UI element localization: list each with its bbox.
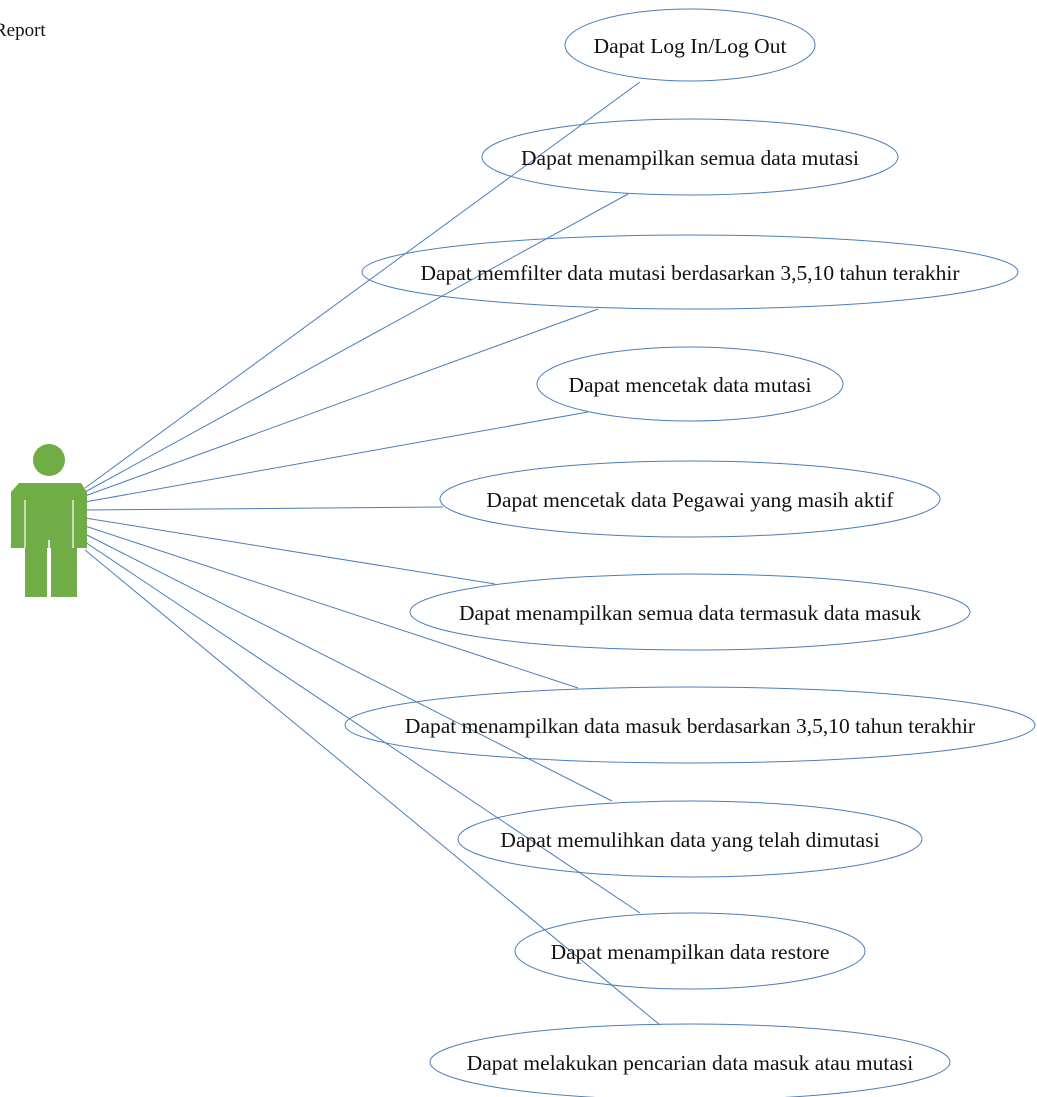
use-case-ellipse	[361, 234, 1019, 310]
use-case-label: Dapat melakukan pencarian data masuk ata…	[467, 1051, 914, 1075]
actor-head	[33, 444, 65, 476]
actor-label: Report	[0, 20, 46, 41]
use-case: Dapat menampilkan data masuk berdasarkan…	[344, 686, 1036, 764]
association-line	[84, 506, 444, 511]
association-line	[84, 308, 599, 497]
actor-icon	[11, 444, 87, 597]
use-case-ellipse	[457, 800, 923, 878]
use-case-label: Dapat menampilkan data restore	[551, 940, 830, 964]
use-case-ellipse	[429, 1023, 951, 1097]
use-case-label: Dapat menampilkan data masuk berdasarkan…	[405, 714, 975, 738]
use-case: Dapat mencetak data mutasi	[536, 346, 844, 422]
use-case: Dapat mencetak data Pegawai yang masih a…	[439, 460, 941, 538]
use-case: Dapat menampilkan data restore	[514, 912, 866, 990]
use-case: Dapat memulihkan data yang telah dimutas…	[457, 800, 923, 878]
association-line	[84, 411, 589, 503]
use-case-label: Dapat memfilter data mutasi berdasarkan …	[420, 261, 959, 285]
use-case-ellipse	[344, 686, 1036, 764]
association-line	[84, 81, 641, 489]
association-line	[84, 541, 641, 914]
use-case-label: Dapat mencetak data mutasi	[569, 373, 812, 397]
use-case-ellipse	[409, 573, 971, 651]
use-case-ellipse	[514, 912, 866, 990]
use-case-label: Dapat memulihkan data yang telah dimutas…	[500, 828, 879, 852]
use-case-label: Dapat mencetak data Pegawai yang masih a…	[486, 488, 894, 512]
use-case: Dapat menampilkan semua data mutasi	[481, 118, 899, 196]
use-case-ellipse	[564, 8, 816, 82]
use-case: Dapat melakukan pencarian data masuk ata…	[429, 1023, 951, 1097]
use-case-ellipse	[536, 346, 844, 422]
association-line	[84, 525, 579, 689]
association-line	[84, 533, 613, 802]
use-case-label: Dapat menampilkan semua data termasuk da…	[459, 601, 921, 625]
association-line	[84, 549, 661, 1026]
association-line	[84, 517, 496, 585]
use-case-label: Dapat menampilkan semua data mutasi	[521, 146, 859, 170]
use-case: Dapat memfilter data mutasi berdasarkan …	[361, 234, 1019, 310]
use-case: Dapat Log In/Log Out	[564, 8, 816, 82]
use-case: Dapat menampilkan semua data termasuk da…	[409, 573, 971, 651]
use-case-label: Dapat Log In/Log Out	[594, 34, 787, 58]
association-lines	[84, 81, 661, 1026]
association-line	[84, 193, 629, 493]
use-case-ellipse	[439, 460, 941, 538]
use-case-ellipse	[481, 118, 899, 196]
